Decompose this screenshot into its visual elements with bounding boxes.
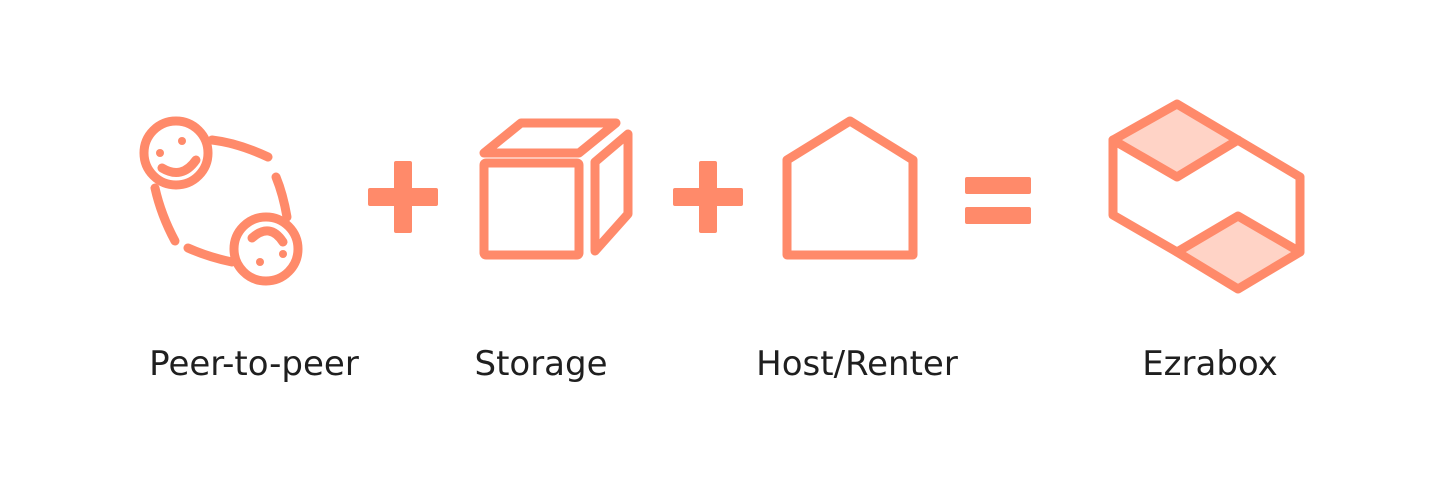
logo-bottom-diamond	[1177, 216, 1300, 289]
storage-label: Storage	[474, 344, 608, 384]
top-face-eye-right	[178, 137, 186, 145]
connection-bottom-arc	[183, 243, 237, 267]
top-face-icon	[139, 116, 213, 190]
ezrabox-label: Ezrabox	[1142, 344, 1278, 384]
peer-to-peer-label: Peer-to-peer	[149, 344, 359, 384]
logo-outline	[1108, 99, 1305, 294]
top-face-eye-left	[156, 149, 164, 157]
ezrabox-logo-icon	[1108, 99, 1305, 294]
plus-icon	[368, 161, 438, 233]
house-icon	[782, 116, 918, 260]
top-face-smile	[157, 155, 201, 177]
bottom-face-eye-right	[279, 250, 287, 258]
connection-left-arc	[150, 183, 180, 246]
peer-to-peer-icon	[139, 116, 303, 286]
equals-icon	[965, 177, 1031, 224]
host-renter-label: Host/Renter	[756, 344, 958, 384]
bottom-face-eye-left	[256, 258, 264, 266]
box-top-face	[479, 118, 621, 158]
connection-right-arc	[271, 172, 292, 222]
logo-inner-top-line	[1108, 135, 1243, 182]
storage-box-icon	[479, 118, 633, 260]
connection-top-arc	[207, 135, 273, 162]
box-side-face	[590, 129, 633, 256]
logo-top-diamond	[1116, 104, 1238, 177]
plus-icon	[673, 161, 743, 233]
bottom-face-mouth	[247, 226, 288, 247]
bottom-face-icon	[229, 212, 303, 286]
logo-inner-bottom-line	[1172, 211, 1305, 257]
box-front-face	[479, 158, 584, 260]
